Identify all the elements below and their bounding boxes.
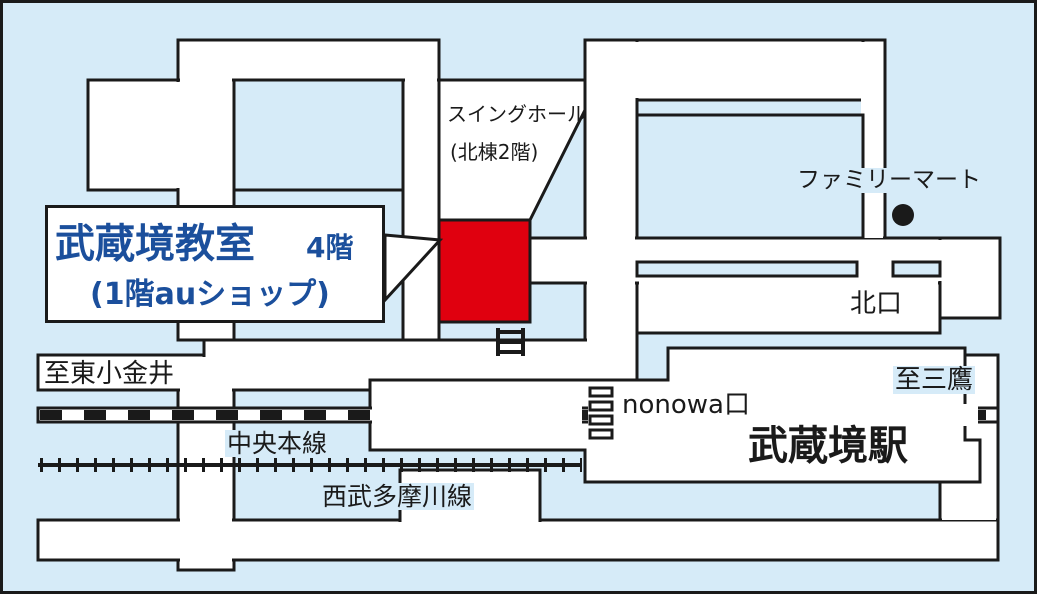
- chuo-line-label: 中央本線: [225, 429, 330, 458]
- swing-hall-label-2: (北棟2階): [450, 140, 539, 164]
- to-mitaka-label: 至三鷹: [893, 365, 976, 395]
- nonowa-exit-label: nonowa口: [622, 390, 750, 420]
- familymart-label: ファミリーマート: [795, 167, 983, 193]
- to-higashikoganei-label: 至東小金井: [44, 359, 175, 389]
- school-floor: 4階: [306, 231, 354, 264]
- swing-hall-label-1: スイングホール: [447, 102, 587, 126]
- station-name: 武蔵境駅: [748, 423, 908, 469]
- callout-pointer: [383, 233, 444, 304]
- school-note: (1階auショップ): [90, 277, 330, 312]
- block-north-strip-1: [635, 260, 859, 278]
- school-callout: [45, 205, 385, 323]
- swing-hall-wedge: [437, 78, 587, 222]
- block-north-strip-2: [891, 260, 942, 278]
- school-building: [437, 218, 532, 324]
- filled-circle-icon: [892, 204, 914, 226]
- north-exit-label: 北口: [850, 289, 903, 319]
- steps-icon: [588, 386, 614, 440]
- school-name: 武蔵境教室: [55, 221, 255, 267]
- stairs-icon: [496, 328, 525, 356]
- block-upper-left: [232, 78, 405, 192]
- seibu-line-label: 西武多摩川線: [320, 482, 475, 511]
